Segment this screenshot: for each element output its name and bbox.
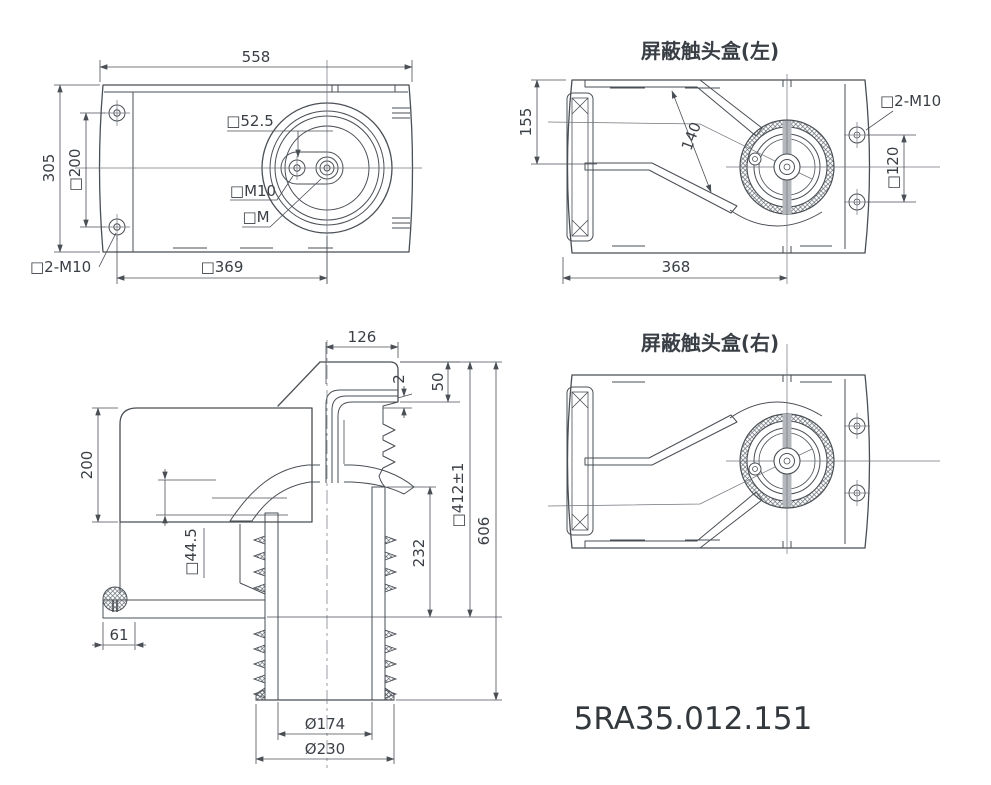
box-duct-lower-wall: [584, 162, 738, 214]
box-edge-ticks: [782, 80, 792, 253]
plan-centerlines: [75, 60, 422, 284]
label-plan-thread-small: □M10: [230, 182, 276, 200]
section-fins: [252, 535, 398, 701]
box-contact-hub: [748, 152, 801, 181]
section-top-assembly: [277, 361, 399, 488]
dim-section-total-height: 606: [475, 517, 493, 546]
dim-section-upper-tube: 232: [410, 539, 428, 568]
box-hidden-lines: [610, 87, 832, 247]
section-flange-arm: [102, 599, 266, 619]
plan-side-ribs: [392, 107, 410, 229]
view-box-right: 屏蔽触头盒(右): [547, 331, 941, 555]
dim-section-housing-height: 200: [78, 451, 96, 480]
dim-section-inner-diameter: Ø174: [305, 715, 345, 733]
dim-plan-left-height: 305: [40, 154, 58, 183]
box-side-seal: [566, 92, 594, 242]
dim-box-opening-height: 155: [517, 108, 535, 137]
dim-box-duct-width: 140: [678, 120, 705, 153]
section-lower-block: [119, 522, 266, 595]
section-stem: [378, 401, 399, 488]
box-right-title: 屏蔽触头盒(右): [641, 331, 779, 355]
section-tube-left-wall: [264, 512, 279, 701]
box-contour-arc: [729, 209, 823, 227]
label-plan-center-offset: □52.5: [226, 112, 274, 130]
label-box-mount-holes: □2-M10: [880, 92, 941, 110]
plan-mount-hole-bottom: [104, 214, 130, 240]
plan-mount-hole-top: [104, 100, 130, 126]
section-housing: [119, 407, 313, 523]
dim-plan-hole-pitch: □200: [66, 149, 84, 192]
label-plan-mount-holes: □2-M10: [30, 258, 91, 276]
dim-section-flange-width: 61: [109, 626, 128, 644]
dim-section-outer-diameter: Ø230: [305, 740, 345, 758]
box-duct-axis: [547, 121, 813, 180]
box-right-mirrored-geometry: [547, 343, 941, 555]
box-mount-hole-top: [844, 122, 870, 148]
dim-section-flange-height: □412±1: [449, 463, 467, 528]
label-plan-thread-center: □M: [242, 208, 269, 226]
section-tube-right-wall: [371, 486, 386, 701]
view-box-left: 屏蔽触头盒(左) 155 140 □2-M10 □120 368: [517, 39, 941, 284]
box-left-title: 屏蔽触头盒(左): [641, 39, 779, 63]
dim-section-arm-length: 126: [348, 328, 377, 346]
dim-section-collar-height: □44.5: [182, 528, 200, 576]
view-section: 126 2 50 200 □44.5 61 232 □412±1 606: [78, 328, 502, 768]
view-plan: 558 305 □200 □369 □52.5 □M10 □M □2-M10: [30, 48, 422, 284]
dim-box-body-depth: 368: [662, 258, 691, 276]
dim-plan-bottom-width: □369: [201, 258, 244, 276]
part-number: 5RA35.012.151: [574, 701, 813, 737]
dim-section-head-height: 50: [429, 372, 447, 391]
section-arm-bulb: [102, 586, 128, 612]
dim-section-plate-gap: 2: [390, 374, 408, 384]
box-mount-hole-bottom: [844, 189, 870, 215]
plan-top-ticks: [331, 85, 396, 92]
dim-plan-top-width: 558: [242, 48, 271, 66]
box-geometry: [547, 74, 940, 284]
dim-box-hole-pitch: □120: [884, 147, 902, 190]
